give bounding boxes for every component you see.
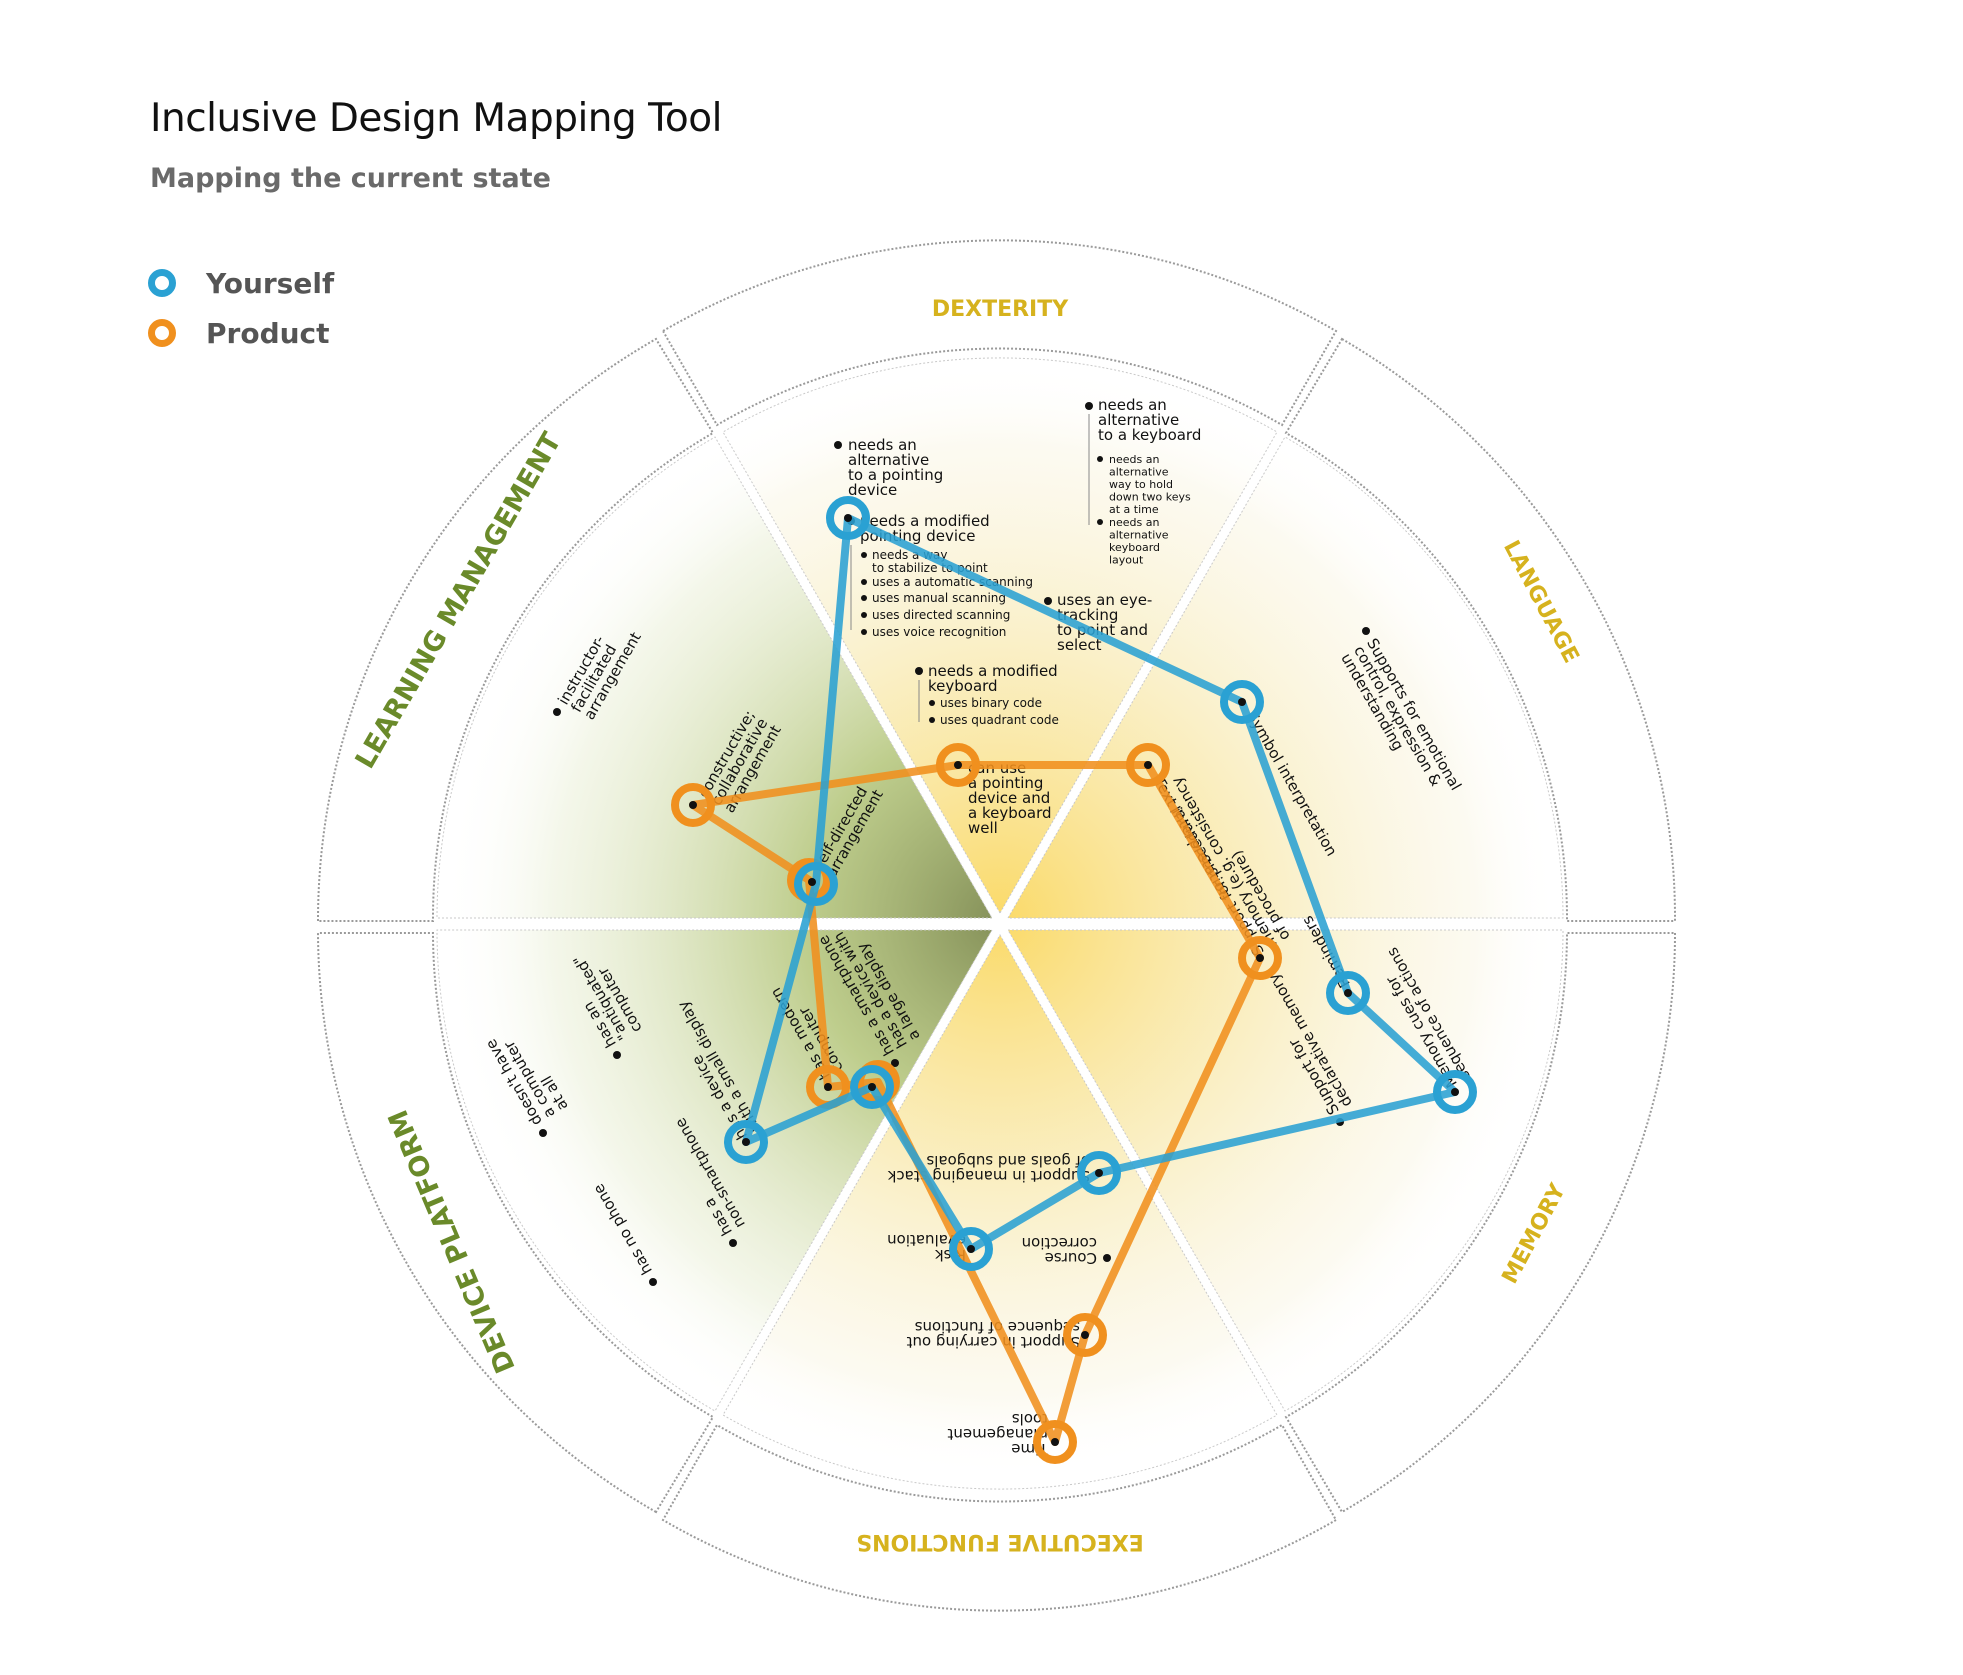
- svg-text:uses voice recognition: uses voice recognition: [872, 625, 1006, 639]
- yourself-path: [724, 496, 1477, 1271]
- yourself-marker-icon: [148, 269, 176, 297]
- dot-emotional: [1362, 627, 1370, 635]
- yourself-marker-symbol: [1220, 680, 1264, 724]
- dexterity-labels: needs an alternative to a pointing devic…: [834, 396, 1201, 837]
- wedge-learning: [436, 436, 993, 919]
- legend-label-product: Product: [206, 316, 330, 350]
- yourself-marker-smartphone: [850, 1065, 894, 1109]
- legend-label-yourself: Yourself: [206, 266, 335, 300]
- yourself-line: [742, 514, 1459, 1253]
- yourself-marker-self-directed: [794, 862, 838, 906]
- dot-antiquated: [613, 1051, 621, 1059]
- outer-ring-device: [316, 932, 715, 1514]
- label-alt-pointing: needs an alternative to a pointing devic…: [848, 436, 948, 499]
- product-marker-procedural: [1238, 936, 1282, 980]
- page-subtitle: Mapping the current state: [150, 163, 551, 194]
- yourself-marker-risk: [949, 1227, 993, 1271]
- svg-text:Support in managing stackof go: Support in managing stackof goals and su…: [887, 1152, 1090, 1185]
- dot-no-computer: [539, 1129, 547, 1137]
- svg-text:uses manual scanning: uses manual scanning: [872, 591, 1006, 605]
- modified-keyboard-sub: uses binary code uses quadrant code: [929, 696, 1059, 727]
- dot-instructor: [553, 708, 561, 716]
- label-modified-pointing: needs a modified pointing device: [860, 512, 995, 545]
- svg-text:Coursecorrection: Coursecorrection: [1022, 1234, 1097, 1267]
- product-path: [671, 743, 1282, 1464]
- wedge-device: [436, 929, 993, 1412]
- yourself-marker-small-display: [724, 1120, 768, 1164]
- product-marker-icon: [148, 319, 176, 347]
- dot-eye-tracking: [1044, 597, 1052, 605]
- svg-text:uses a automatic scanning: uses a automatic scanning: [872, 575, 1033, 589]
- label-stack: Support in managing stackof goals and su…: [887, 1152, 1090, 1185]
- label-alt-keyboard: needs an alternative to a keyboard: [1098, 396, 1201, 444]
- outer-ring-dexterity: [661, 239, 1338, 427]
- outer-ring: [316, 239, 1677, 1612]
- outer-ring-executive: [661, 1423, 1338, 1612]
- wedge-dexterity: [722, 357, 1278, 915]
- product-marker-text: [1126, 743, 1170, 787]
- dot-alt-pointing: [834, 441, 842, 449]
- inner-wedges: [436, 357, 1564, 1490]
- product-marker-time: [1033, 1420, 1077, 1464]
- dot-large-display: [891, 1059, 899, 1067]
- wedge-executive: [722, 933, 1278, 1490]
- section-title-executive: EXECUTIVE FUNCTIONS: [856, 1529, 1144, 1554]
- dot-non-smartphone: [729, 1239, 737, 1247]
- dot-no-phone: [649, 1278, 657, 1286]
- svg-text:uses quadrant code: uses quadrant code: [940, 713, 1059, 727]
- svg-text:uses binary code: uses binary code: [940, 696, 1042, 710]
- wedge-language: [1007, 436, 1564, 919]
- legend: Yourself Product: [148, 258, 334, 358]
- wedge-memory: [1007, 929, 1564, 1412]
- page-title: Inclusive Design Mapping Tool: [150, 96, 722, 141]
- dot-modified-keyboard: [915, 667, 923, 675]
- label-course: Coursecorrection: [1022, 1234, 1097, 1267]
- dot-alt-keyboard: [1085, 402, 1093, 410]
- legend-item-yourself: Yourself: [148, 258, 334, 308]
- product-marker-sequence: [1063, 1313, 1107, 1357]
- yourself-marker-modified-pointing: [826, 496, 870, 540]
- outer-ring-learning: [316, 337, 715, 922]
- outer-ring-memory: [1284, 932, 1677, 1514]
- yourself-marker-reminders: [1326, 971, 1370, 1015]
- svg-text:uses directed scanning: uses directed scanning: [872, 608, 1010, 622]
- product-line: [689, 761, 1264, 1446]
- section-title-dexterity: DEXTERITY: [932, 297, 1069, 322]
- yourself-marker-cues: [1433, 1070, 1477, 1114]
- product-marker-both: [936, 743, 980, 787]
- outer-ring-language: [1284, 337, 1677, 922]
- marker-dots: [689, 514, 1459, 1446]
- dot-course: [1103, 1254, 1111, 1262]
- product-marker-constructive: [671, 783, 715, 827]
- yourself-marker-stack: [1077, 1151, 1121, 1195]
- legend-item-product: Product: [148, 308, 334, 358]
- label-modified-keyboard: needs a modified keyboard: [928, 662, 1063, 695]
